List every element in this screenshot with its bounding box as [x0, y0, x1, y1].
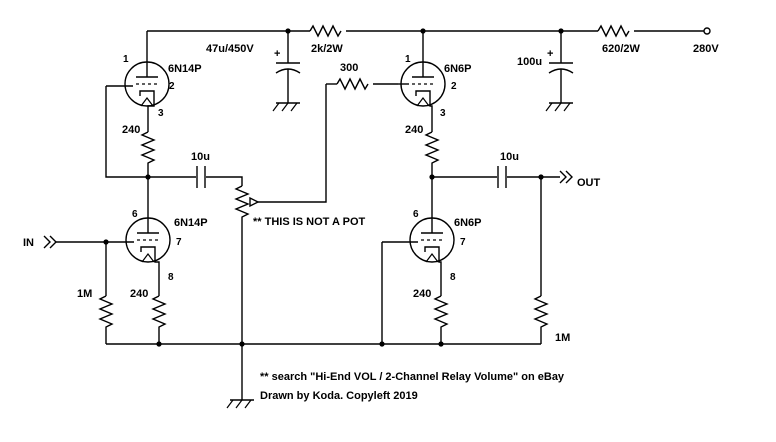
- c-filter2-plus: +: [547, 48, 553, 60]
- r-b1-label: 2k/2W: [311, 43, 343, 55]
- v2-bot-pin6: 6: [413, 209, 419, 220]
- input-label: IN: [23, 237, 34, 249]
- v2-top-pin1: 1: [405, 54, 411, 65]
- rk1-label: 240: [122, 124, 140, 136]
- r-out-label: 1M: [555, 332, 570, 344]
- r-grid-label: 300: [340, 62, 358, 74]
- filter-capacitor-2: [545, 31, 574, 112]
- v2-bot-pin8: 8: [450, 272, 456, 283]
- rk4-label: 240: [413, 288, 431, 300]
- c-filter2-label: 100u: [517, 56, 542, 68]
- v2-top-pin2: 2: [451, 81, 457, 92]
- supply-label: 280V: [693, 43, 719, 55]
- rk2-label: 240: [130, 288, 148, 300]
- tube-v2-top: [398, 31, 446, 132]
- r-b2-label: 620/2W: [602, 43, 641, 55]
- c-filter1-label: 47u/450V: [206, 43, 254, 55]
- search-note: ** search "Hi-End VOL / 2-Channel Relay …: [260, 371, 565, 383]
- filter-capacitor-1: [272, 31, 301, 112]
- tube-v1-top: [106, 31, 170, 132]
- v2-top-pin3: 3: [440, 108, 446, 119]
- c-filter1-plus: +: [274, 48, 280, 60]
- grid-resistor-300: [326, 77, 398, 91]
- v2-bot-type: 6N6P: [454, 217, 482, 229]
- v1-top-type: 6N14P: [168, 63, 202, 75]
- rk1-resistor: [140, 131, 156, 177]
- input-arrow-icon: [43, 235, 57, 249]
- rk2-resistor: [151, 295, 167, 344]
- v1-bot-type: 6N14P: [174, 217, 208, 229]
- rk4-resistor: [433, 295, 449, 344]
- tube-v1-bottom: [56, 177, 171, 296]
- r-in-resistor: [98, 242, 114, 344]
- v1-top-pin3: 3: [158, 108, 164, 119]
- v1-bot-pin6: 6: [132, 209, 138, 220]
- v1-bot-pin8: 8: [168, 272, 174, 283]
- v1-top-grid-wire: [105, 86, 148, 178]
- coupling-capacitor-1: [196, 166, 206, 188]
- output-label: OUT: [577, 177, 601, 189]
- output-arrow-icon: [559, 170, 573, 184]
- b-plus-rail: [147, 24, 711, 38]
- v2-bot-pin7: 7: [460, 237, 466, 248]
- volume-element: [234, 84, 327, 344]
- rk3-label: 240: [405, 124, 423, 136]
- v1-bot-pin7: 7: [176, 237, 182, 248]
- r-out-resistor: [533, 177, 549, 344]
- tube-v2-bottom: [381, 177, 455, 344]
- v1-top-pin2: 2: [169, 81, 175, 92]
- r-in-label: 1M: [77, 288, 92, 300]
- ground-bus: [106, 341, 541, 409]
- c-couple1-label: 10u: [191, 151, 210, 163]
- c-couple2-label: 10u: [500, 151, 519, 163]
- coupling-capacitor-2: [497, 166, 507, 188]
- v2-top-type: 6N6P: [444, 63, 472, 75]
- v1-top-pin1: 1: [123, 54, 129, 65]
- credit-note: Drawn by Koda. Copyleft 2019: [260, 390, 418, 402]
- pot-top-wire: [206, 176, 243, 186]
- rk3-resistor: [424, 131, 440, 177]
- pot-note: ** THIS IS NOT A POT: [253, 216, 366, 228]
